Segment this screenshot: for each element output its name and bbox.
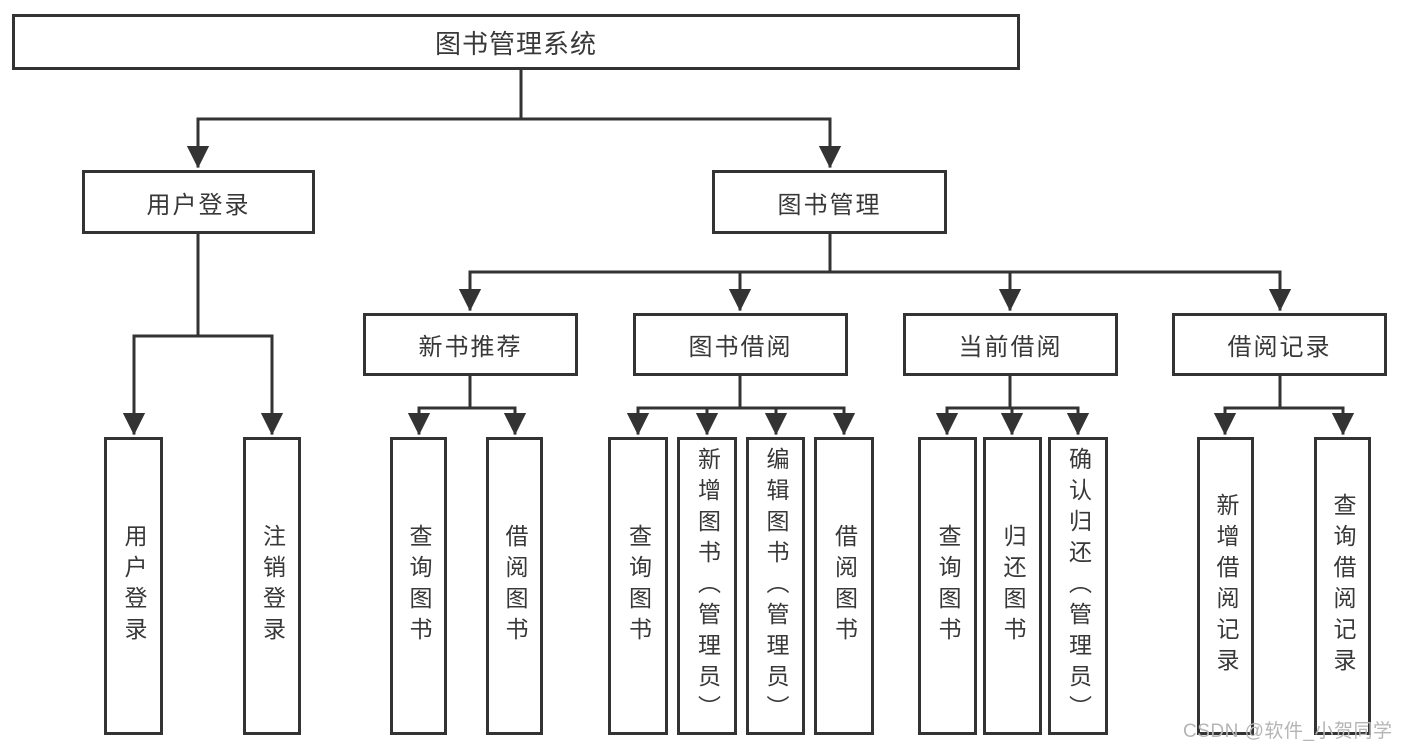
- node-borrow-records: 借阅记录: [1172, 313, 1387, 376]
- leaf-bw-add-book-admin-label: 新增图书（管理员）: [694, 446, 721, 726]
- leaf-nb-borrow-book-label: 借阅图书: [502, 524, 528, 648]
- leaf-bw-edit-book-admin-label: 编辑图书（管理员）: [763, 446, 789, 726]
- node-book-borrow-label: 图书借阅: [688, 334, 793, 361]
- node-borrow-records-label: 借阅记录: [1227, 334, 1332, 361]
- node-current-borrow-label: 当前借阅: [958, 334, 1063, 361]
- node-new-book-recommend-label: 新书推荐: [418, 334, 523, 361]
- connector-lines: [122, 66, 1355, 436]
- node-book-management: 图书管理: [712, 170, 947, 234]
- leaf-bw-borrow-book: 借阅图书: [814, 437, 874, 735]
- node-book-borrow: 图书借阅: [633, 313, 848, 376]
- node-root: 图书管理系统: [12, 14, 1020, 70]
- leaf-rc-query-record-label: 查询借阅记录: [1330, 493, 1356, 679]
- leaf-rc-add-record-label: 新增借阅记录: [1213, 493, 1239, 679]
- leaf-user-login: 用户登录: [104, 437, 163, 735]
- leaf-cu-return-book: 归还图书: [983, 437, 1042, 735]
- leaf-user-login-label: 用户登录: [121, 524, 147, 648]
- node-user-login: 用户登录: [82, 170, 315, 234]
- node-book-management-label: 图书管理: [777, 191, 882, 219]
- leaf-cu-confirm-return-admin-label: 确认归还（管理员）: [1065, 446, 1092, 726]
- leaf-cu-confirm-return-admin: 确认归还（管理员）: [1048, 437, 1108, 735]
- leaf-logout-label: 注销登录: [259, 524, 286, 648]
- leaf-bw-query-book-label: 查询图书: [625, 524, 652, 648]
- csdn-watermark: CSDN @软件_小贺同学: [1183, 721, 1393, 742]
- node-root-label: 图书管理系统: [434, 28, 597, 59]
- leaf-bw-query-book: 查询图书: [608, 437, 668, 735]
- leaf-rc-query-record: 查询借阅记录: [1314, 437, 1371, 735]
- node-current-borrow: 当前借阅: [903, 313, 1118, 376]
- leaf-nb-borrow-book: 借阅图书: [486, 437, 543, 735]
- leaf-cu-query-book-label: 查询图书: [935, 524, 961, 648]
- leaf-logout: 注销登录: [243, 437, 301, 735]
- node-user-login-label: 用户登录: [146, 191, 251, 219]
- leaf-cu-query-book: 查询图书: [918, 437, 977, 735]
- node-new-book-recommend: 新书推荐: [363, 313, 578, 376]
- leaf-bw-add-book-admin: 新增图书（管理员）: [677, 437, 737, 735]
- leaf-nb-query-book: 查询图书: [390, 437, 447, 735]
- leaf-bw-edit-book-admin: 编辑图书（管理员）: [746, 437, 805, 735]
- leaf-cu-return-book-label: 归还图书: [1000, 524, 1026, 648]
- leaf-rc-add-record: 新增借阅记录: [1197, 437, 1254, 735]
- leaf-nb-query-book-label: 查询图书: [406, 524, 432, 648]
- leaf-bw-borrow-book-label: 借阅图书: [831, 524, 858, 648]
